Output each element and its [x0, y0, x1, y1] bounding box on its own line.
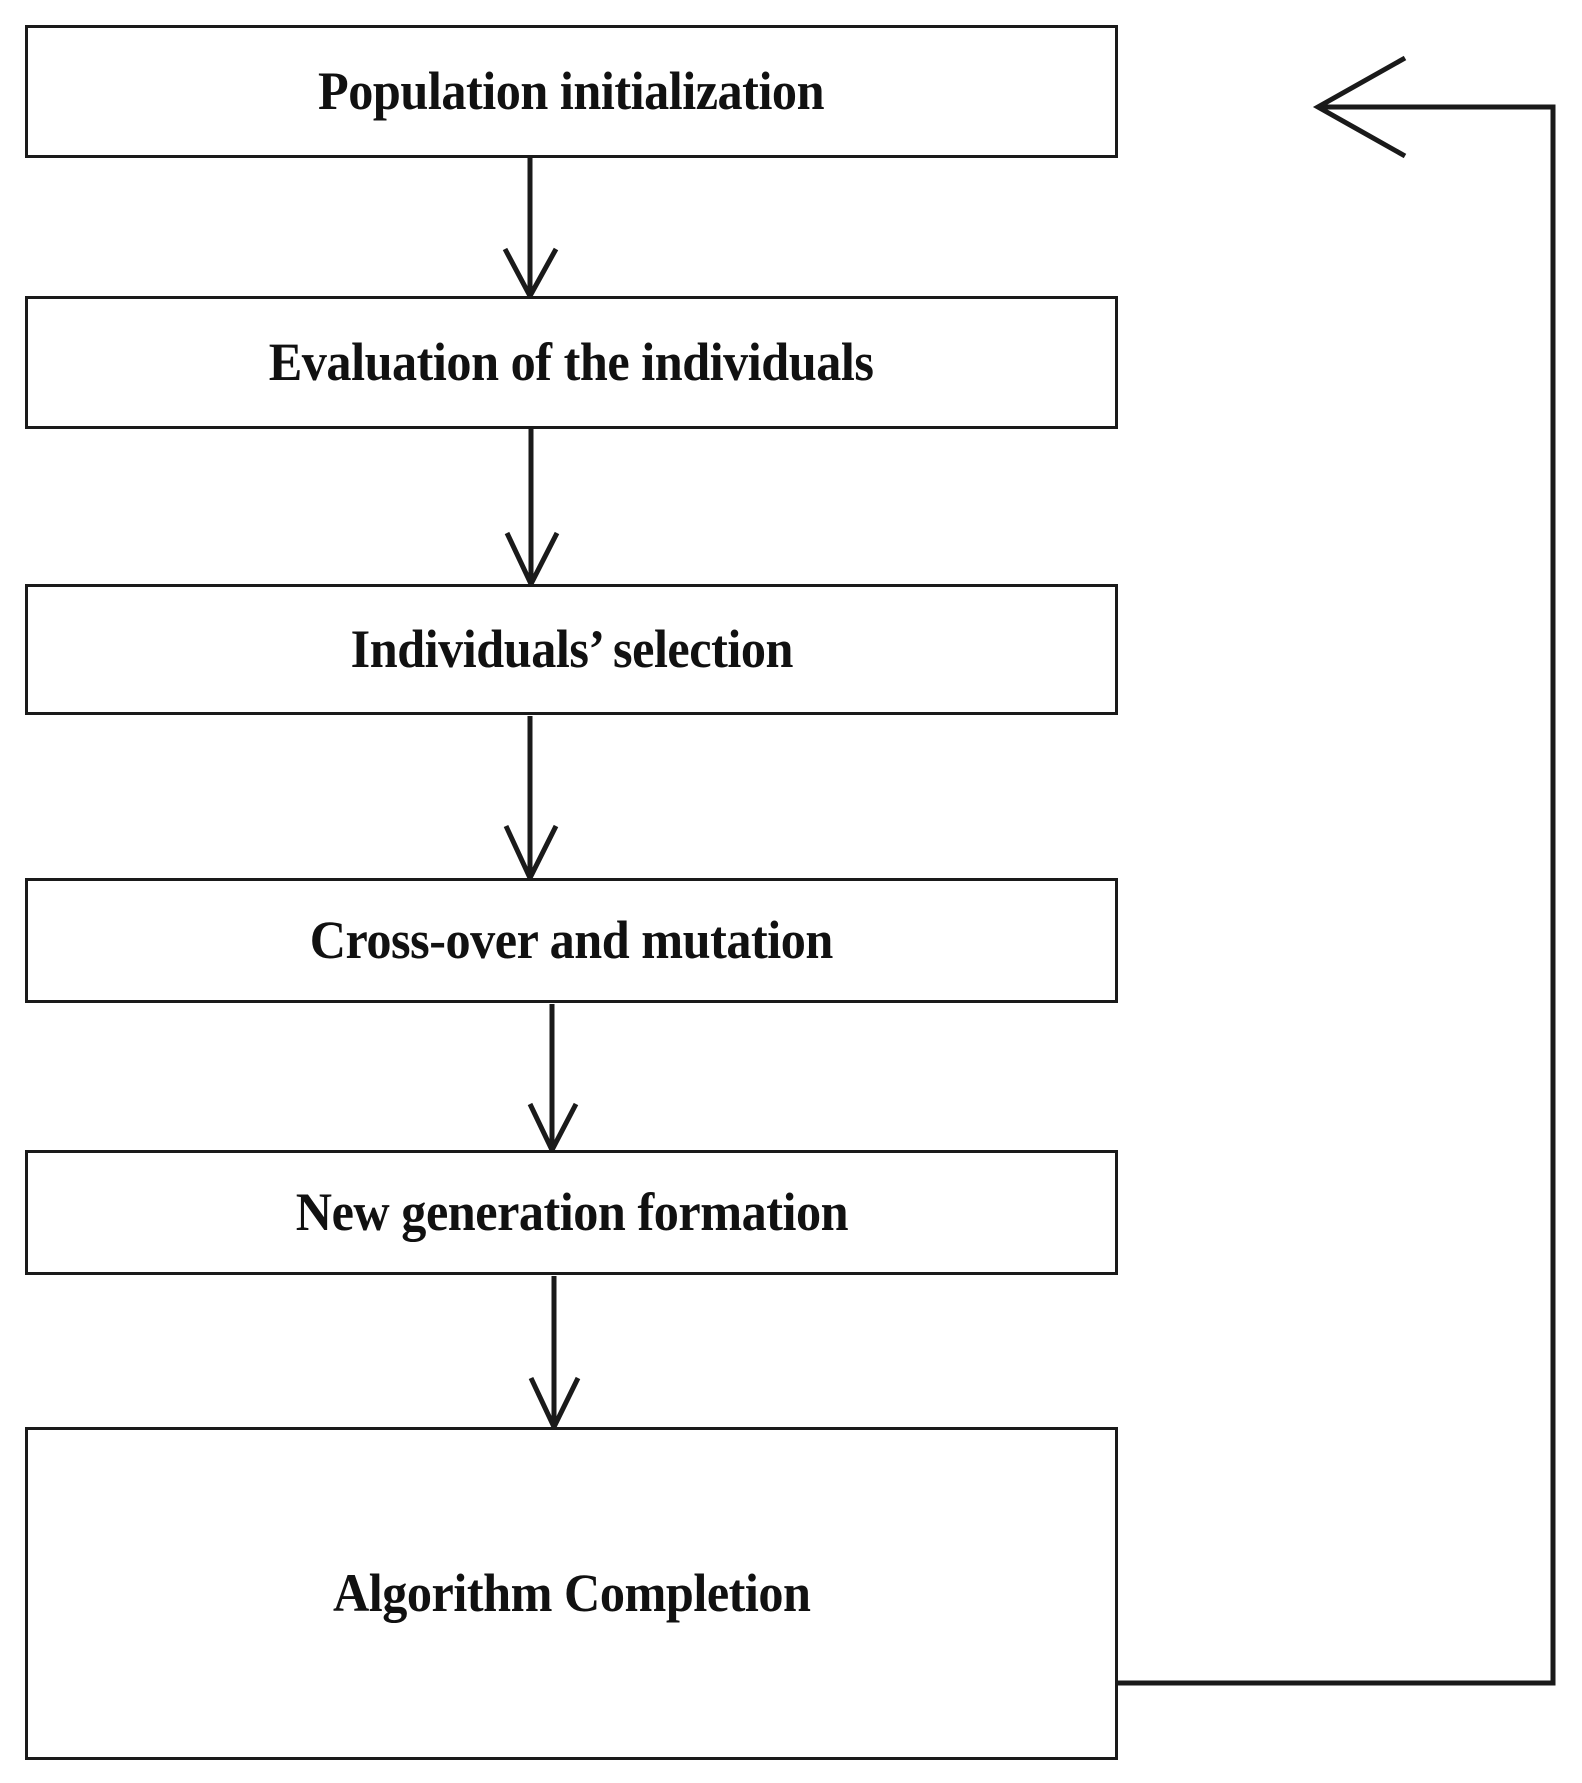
connector-evaluation-to-individuals-selection — [504, 429, 560, 590]
node-evaluation-of-the-individuals[interactable]: Evaluation of the individuals — [25, 296, 1118, 429]
node-algorithm-completion[interactable]: Algorithm Completion — [25, 1427, 1118, 1760]
node-label: Individuals’ selection — [350, 619, 793, 680]
node-population-initialization[interactable]: Population initialization — [25, 25, 1118, 158]
arrowhead-icon — [528, 1376, 581, 1433]
arrowhead-icon — [1312, 55, 1407, 159]
node-new-generation-formation[interactable]: New generation formation — [25, 1150, 1118, 1275]
node-label: Population initialization — [318, 61, 825, 122]
arrowhead-icon — [502, 247, 559, 302]
arrowhead-icon — [504, 531, 560, 590]
connector-population-initialization-to-evaluation — [502, 158, 559, 302]
connector-individuals-selection-to-cross-over — [503, 716, 559, 884]
arrowhead-icon — [527, 1102, 579, 1156]
node-individuals-selection[interactable]: Individuals’ selection — [25, 584, 1118, 715]
node-label: Evaluation of the individuals — [269, 332, 874, 393]
connector-new-generation-to-algorithm-completion — [528, 1276, 581, 1433]
connector-cross-over-to-new-generation — [527, 1004, 579, 1156]
connector-feedback-algorithm-completion-to-population-initialization — [1118, 55, 1556, 1686]
node-cross-over-and-mutation[interactable]: Cross-over and mutation — [25, 878, 1118, 1003]
node-label: New generation formation — [295, 1182, 848, 1243]
arrowhead-icon — [503, 824, 559, 884]
node-label: Cross-over and mutation — [309, 910, 834, 971]
node-label: Algorithm Completion — [332, 1563, 811, 1624]
